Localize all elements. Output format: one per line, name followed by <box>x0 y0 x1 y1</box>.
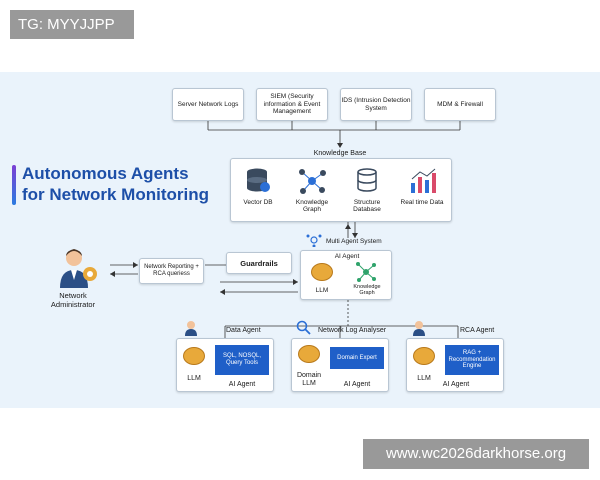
knowledge-graph-icon <box>299 169 326 194</box>
agent-tool-box: SQL, NOSQL, Query Tools <box>215 345 269 375</box>
magnifier-icon <box>296 320 311 335</box>
agent-footer: AI Agent <box>442 381 470 388</box>
kb-item-vector-db: Vector DB <box>243 199 273 206</box>
agent-tool-box: Domain Expert <box>330 347 384 369</box>
agent-llm-label: LLM <box>417 375 431 382</box>
person-icon <box>413 321 425 336</box>
guardrails-box: Guardrails <box>226 252 292 274</box>
agent-box-log-analyser: Domain LLM Domain Expert AI Agent <box>291 338 389 392</box>
agent-heading-rca: RCA Agent <box>460 327 495 334</box>
brain-icon <box>311 263 333 281</box>
agent-box-data: LLM SQL, NOSQL, Query Tools AI Agent <box>176 338 274 392</box>
brain-icon <box>298 345 320 363</box>
agent-heading-data: Data Agent <box>226 327 261 334</box>
network-icon <box>306 234 322 247</box>
agent-llm-label: LLM <box>187 375 201 382</box>
agent-box-rca: LLM RAG + Recommendation Engine AI Agent <box>406 338 504 392</box>
knowledge-base-box: Vector DB Knowledge Graph Structure Data… <box>230 158 452 222</box>
agent-tool-box: RAG + Recommendation Engine <box>445 345 499 375</box>
page-title: Autonomous Agents for Network Monitoring <box>22 164 209 204</box>
database-icon <box>247 168 270 192</box>
person-icon <box>185 321 197 336</box>
source-siem: SIEM (Security information & Event Manag… <box>256 88 328 121</box>
knowledge-graph-icon <box>356 262 376 282</box>
administrator-icon <box>60 249 97 288</box>
multi-agent-ai-agent-label: AI Agent <box>334 253 360 260</box>
title-accent-bar <box>12 165 16 205</box>
agent-footer: AI Agent <box>228 381 256 388</box>
kb-item-knowledge-graph: Knowledge Graph <box>295 199 329 214</box>
source-mdm-firewall: MDM & Firewall <box>424 88 496 121</box>
agent-heading-log-analyser: Network Log Analyser <box>318 327 387 334</box>
kb-item-structure-database: Structure Database <box>353 199 381 214</box>
multi-agent-kg-label: Knowledge Graph <box>353 284 381 297</box>
administrator-label: Network Administrator <box>50 291 96 309</box>
multi-agent-title: Multi Agent System <box>326 238 382 245</box>
multi-agent-llm-label: LLM <box>315 287 329 294</box>
source-server-network-logs: Server Network Logs <box>172 88 244 121</box>
structure-database-icon <box>357 168 377 192</box>
watermark-top: TG: MYYJJPP <box>10 10 134 39</box>
agent-footer: AI Agent <box>343 381 371 388</box>
brain-icon <box>183 347 205 365</box>
brain-icon <box>413 347 435 365</box>
watermark-bottom: www.wc2026darkhorse.org <box>363 439 589 469</box>
kb-item-real-time-data: Real time Data <box>400 199 444 206</box>
agent-llm-label: Domain LLM <box>296 372 322 388</box>
source-ids: IDS (Intrusion Detection System <box>340 88 412 121</box>
query-box: Network Reporting + RCA queriess <box>139 258 204 284</box>
real-time-data-icon <box>411 168 436 193</box>
multi-agent-box: AI Agent LLM Knowledge Graph <box>300 250 392 300</box>
knowledge-base-title: Knowledge Base <box>313 150 367 157</box>
